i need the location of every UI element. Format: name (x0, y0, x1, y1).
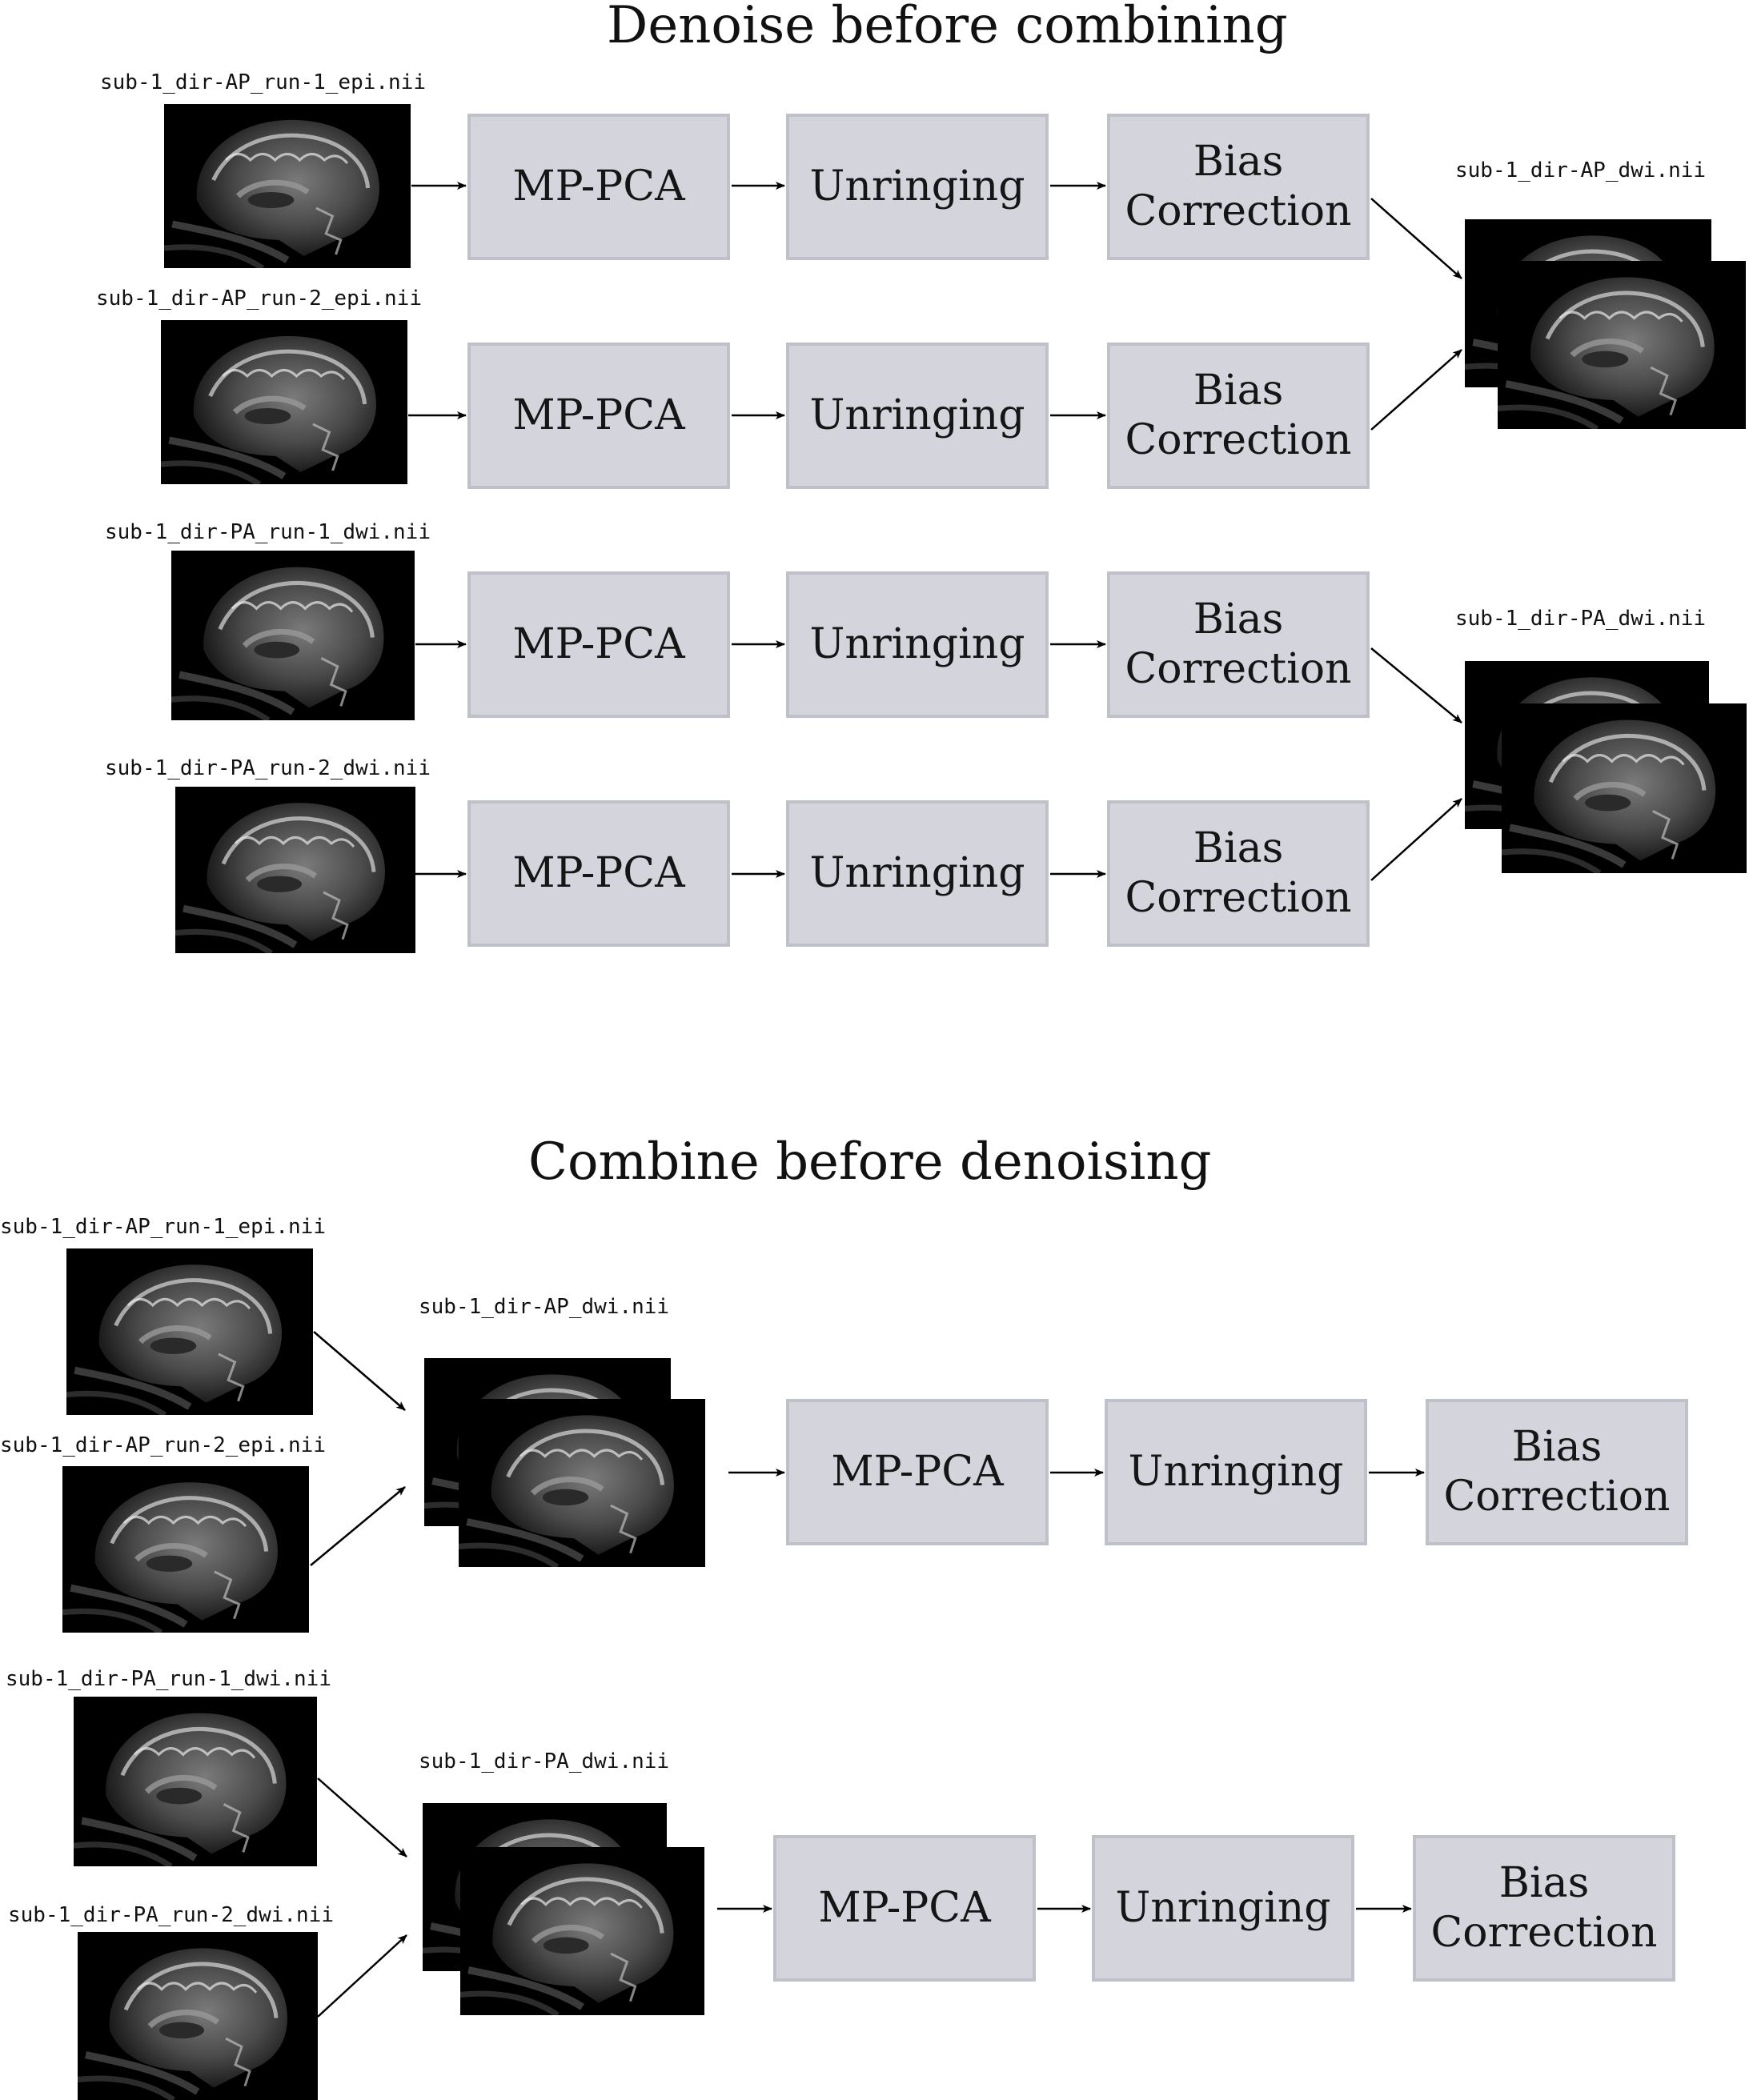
mppca-box: MP-PCA (467, 343, 730, 489)
bias-correction-box: Bias Correction (1426, 1399, 1688, 1545)
bias-correction-box: Bias Correction (1413, 1835, 1675, 1982)
arrow (1370, 198, 1462, 279)
correction-label: Correction (1125, 873, 1352, 922)
brain-scan-image-front (1502, 703, 1747, 873)
arrow (317, 1777, 407, 1858)
mppca-box: MP-PCA (786, 1399, 1049, 1545)
input-filename: sub-1_dir-PA_run-2_dwi.nii (8, 1903, 334, 1927)
arrow (313, 1331, 406, 1411)
bias-label: Bias (1193, 367, 1284, 415)
brain-scan-image (161, 320, 407, 484)
input-filename: sub-1_dir-PA_run-1_dwi.nii (105, 520, 431, 544)
arrow (1370, 349, 1462, 431)
unringing-box: Unringing (786, 571, 1049, 718)
input-filename: sub-1_dir-AP_run-1_epi.nii (100, 70, 426, 94)
bias-label: Bias (1511, 1423, 1603, 1472)
unringing-box: Unringing (786, 800, 1049, 947)
bias-correction-box: Bias Correction (1107, 343, 1370, 489)
bias-label: Bias (1498, 1859, 1590, 1908)
combined-filename: sub-1_dir-PA_dwi.nii (419, 1749, 670, 1773)
mppca-box: MP-PCA (773, 1835, 1036, 1982)
bias-label: Bias (1193, 138, 1284, 186)
mppca-box: MP-PCA (467, 800, 730, 947)
brain-scan-image (66, 1248, 313, 1415)
input-filename: sub-1_dir-AP_run-2_epi.nii (0, 1433, 326, 1457)
correction-label: Correction (1443, 1472, 1671, 1521)
brain-scan-image (74, 1697, 317, 1866)
correction-label: Correction (1125, 186, 1352, 235)
mppca-box: MP-PCA (467, 114, 730, 260)
bias-correction-box: Bias Correction (1107, 800, 1370, 947)
unringing-box: Unringing (1105, 1399, 1367, 1545)
input-filename: sub-1_dir-AP_run-1_epi.nii (0, 1215, 326, 1239)
bias-label: Bias (1193, 595, 1284, 644)
arrow (310, 1486, 406, 1566)
brain-scan-image (164, 104, 411, 268)
arrow (317, 1934, 407, 2018)
arrow (1370, 798, 1462, 881)
top-panel-title: Denoise before combining (607, 0, 1288, 55)
combined-filename: sub-1_dir-AP_dwi.nii (419, 1295, 670, 1319)
input-filename: sub-1_dir-PA_run-1_dwi.nii (6, 1667, 331, 1691)
output-filename: sub-1_dir-PA_dwi.nii (1455, 607, 1707, 631)
bias-label: Bias (1193, 824, 1284, 873)
bias-correction-box: Bias Correction (1107, 114, 1370, 260)
unringing-box: Unringing (786, 114, 1049, 260)
brain-scan-image-front (1498, 261, 1746, 429)
brain-scan-image-front (459, 1399, 705, 1567)
input-filename: sub-1_dir-AP_run-2_epi.nii (96, 287, 422, 311)
correction-label: Correction (1125, 644, 1352, 693)
correction-label: Correction (1430, 1908, 1658, 1957)
brain-scan-image (171, 551, 415, 720)
brain-scan-image (62, 1466, 309, 1633)
correction-label: Correction (1125, 415, 1352, 464)
bottom-panel-title: Combine before denoising (528, 1132, 1212, 1192)
brain-scan-image (78, 1932, 318, 2100)
bias-correction-box: Bias Correction (1107, 571, 1370, 718)
output-filename: sub-1_dir-AP_dwi.nii (1455, 158, 1707, 182)
unringing-box: Unringing (786, 343, 1049, 489)
input-filename: sub-1_dir-PA_run-2_dwi.nii (105, 756, 431, 780)
arrow (1370, 647, 1462, 723)
mppca-box: MP-PCA (467, 571, 730, 718)
brain-scan-image-front (460, 1847, 704, 2015)
unringing-box: Unringing (1092, 1835, 1354, 1982)
brain-scan-image (175, 787, 415, 953)
